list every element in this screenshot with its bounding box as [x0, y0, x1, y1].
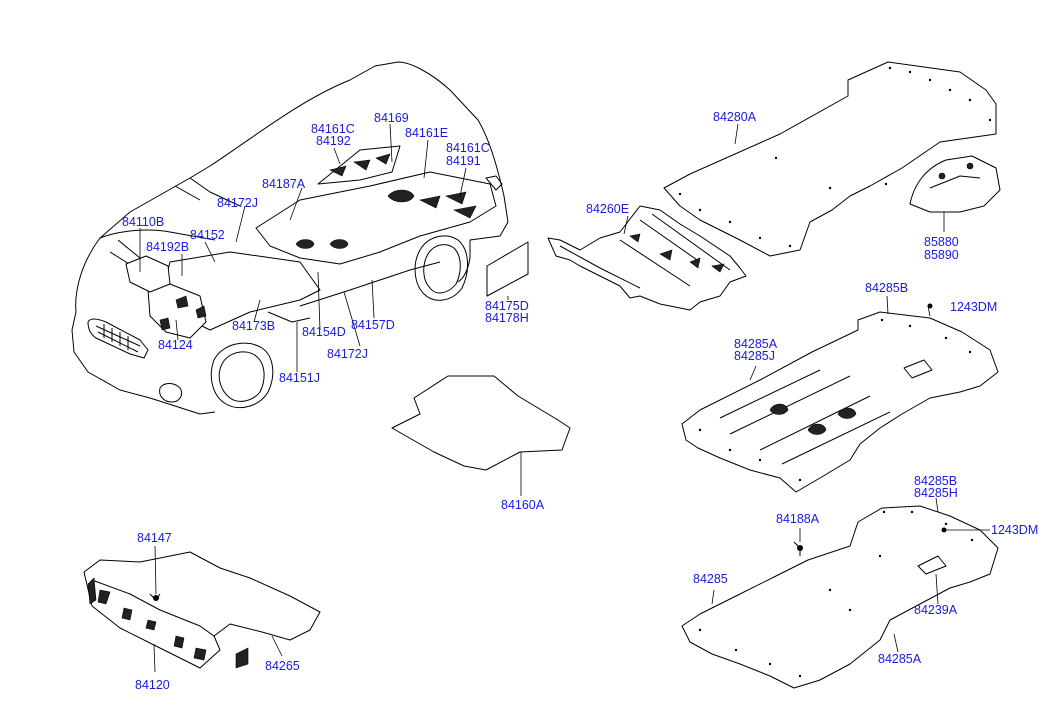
- label-84175D: 84175D: [485, 299, 529, 313]
- label-84285B-a: 84285B: [865, 281, 909, 295]
- label-84151J: 84151J: [279, 371, 321, 385]
- label-84285A-b: 84285A: [878, 652, 922, 666]
- floor-mat-84160A: [391, 375, 571, 496]
- label-84285B-b: 84285B: [914, 474, 958, 488]
- label-84280A: 84280A: [713, 110, 757, 124]
- label-84160A: 84160A: [501, 498, 545, 512]
- label-84169: 84169: [374, 111, 409, 125]
- label-84120: 84120: [135, 678, 170, 692]
- pad-84175D: [486, 241, 529, 300]
- label-84172J-top: 84172J: [217, 196, 259, 210]
- carpet-84260E: [547, 205, 747, 311]
- label-84192B: 84192B: [146, 240, 190, 254]
- label-84192: 84192: [316, 134, 351, 148]
- label-1243DM-a: 1243DM: [950, 300, 998, 314]
- label-84188A: 84188A: [776, 512, 820, 526]
- label-84265: 84265: [265, 659, 300, 673]
- label-85880: 85880: [924, 235, 959, 249]
- label-84157D: 84157D: [351, 318, 395, 332]
- label-84110B: 84110B: [122, 215, 165, 229]
- mat-84285A-upper: [681, 295, 999, 493]
- label-84172J-bottom: 84172J: [327, 347, 369, 361]
- cover-85880: [909, 155, 1001, 232]
- label-84285H: 84285H: [914, 486, 958, 500]
- label-84161E: 84161E: [405, 126, 449, 140]
- label-84161C-b: 84161C: [446, 141, 490, 155]
- label-84191: 84191: [446, 154, 481, 168]
- label-84124: 84124: [158, 338, 193, 352]
- label-84154D: 84154D: [302, 325, 346, 339]
- label-84187A: 84187A: [262, 177, 306, 191]
- dash-insulator-84120: [83, 545, 321, 673]
- mat-84280A: [663, 61, 997, 257]
- label-84173B: 84173B: [232, 319, 276, 333]
- label-84152: 84152: [190, 228, 225, 242]
- label-84285A-a: 84285A: [734, 337, 778, 351]
- van-interior-pads: [125, 145, 497, 339]
- label-85890: 85890: [924, 248, 959, 262]
- label-84178H: 84178H: [485, 311, 529, 325]
- label-84285: 84285: [693, 572, 728, 586]
- mat-84285-lower: [681, 497, 999, 689]
- label-84285J: 84285J: [734, 349, 776, 363]
- van-leader-lines: [139, 123, 467, 372]
- label-84239A: 84239A: [914, 603, 958, 617]
- label-84161C-a: 84161C: [311, 122, 355, 136]
- van-body: [71, 61, 509, 415]
- label-1243DM-b: 1243DM: [991, 523, 1039, 537]
- label-84147: 84147: [137, 531, 172, 545]
- label-84260E: 84260E: [586, 202, 630, 216]
